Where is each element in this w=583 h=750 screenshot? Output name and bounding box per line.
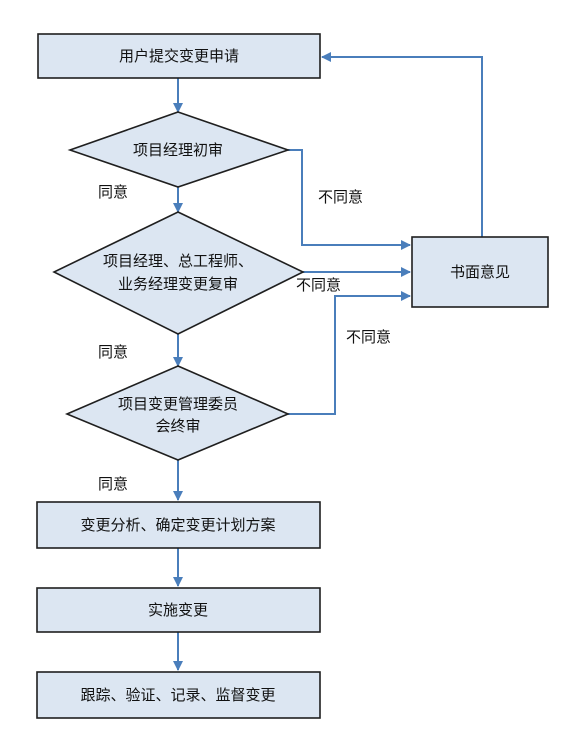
- edge-label-disagree-2: 不同意: [296, 276, 341, 294]
- node-submit-label: 用户提交变更申请: [119, 47, 239, 65]
- edge-label-disagree-1: 不同意: [318, 188, 363, 206]
- node-track: 跟踪、验证、记录、监督变更: [36, 671, 321, 719]
- node-submit: 用户提交变更申请: [37, 33, 321, 79]
- node-written-opinion: 书面意见: [411, 236, 549, 308]
- edge-labels: 同意 同意 同意 不同意 不同意 不同意: [98, 183, 391, 493]
- node-analysis: 变更分析、确定变更计划方案: [36, 501, 321, 549]
- node-analysis-label: 变更分析、确定变更计划方案: [80, 516, 275, 534]
- decision-pm-review-label: 项目经理初审: [133, 141, 223, 159]
- decision-joint-review-label-line1: 项目经理、总工程师、: [103, 252, 253, 270]
- edge-label-agree-1: 同意: [98, 183, 128, 201]
- edge-label-disagree-3: 不同意: [346, 328, 391, 346]
- arrow-committee-disagree: [288, 291, 411, 415]
- decision-joint-review: 项目经理、总工程师、 业务经理变更复审: [52, 211, 305, 335]
- arrow-pm-review-disagree: [288, 149, 411, 250]
- node-written-opinion-label: 书面意见: [450, 263, 510, 281]
- arrow-written-opinion-to-submit: [321, 52, 483, 237]
- node-implement-label: 实施变更: [148, 601, 208, 619]
- decision-committee: 项目变更管理委员 会终审: [64, 365, 291, 461]
- decision-pm-review: 项目经理初审: [67, 111, 291, 188]
- edge-label-agree-3: 同意: [98, 475, 128, 493]
- connectors: [173, 52, 483, 671]
- node-track-label: 跟踪、验证、记录、监督变更: [80, 686, 275, 704]
- node-implement: 实施变更: [36, 587, 321, 633]
- edge-label-agree-2: 同意: [98, 343, 128, 361]
- decision-committee-label-line2: 会终审: [155, 417, 200, 435]
- decision-committee-label-line1: 项目变更管理委员: [118, 395, 238, 413]
- decision-joint-review-label-line2: 业务经理变更复审: [118, 275, 238, 293]
